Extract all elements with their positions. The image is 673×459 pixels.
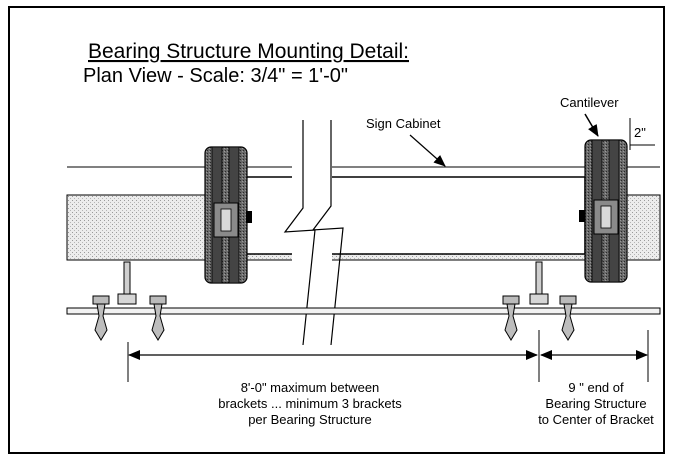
cantilever-label: Cantilever — [560, 95, 619, 110]
right-bracket — [535, 139, 628, 295]
spacing-note-line-1: 8'-0" maximum between — [241, 380, 380, 395]
sign-cabinet-leader — [409, 134, 446, 167]
cantilever-leader — [584, 113, 599, 137]
spacing-dimension — [127, 330, 540, 382]
left-bracket — [123, 146, 252, 295]
spacing-note-line-2: brackets ... minimum 3 brackets — [218, 396, 402, 411]
two-inch-dimension: 2" — [629, 118, 655, 150]
title-line-2: Plan View - Scale: 3/4" = 1'-0" — [83, 65, 348, 87]
spacing-note-line-3: per Bearing Structure — [248, 412, 372, 427]
mounting-plate — [66, 307, 661, 315]
left-bolts — [92, 293, 167, 341]
title-line-1: Bearing Structure Mounting Detail: — [88, 40, 409, 63]
right-bolts — [502, 293, 577, 341]
sign-cabinet-label: Sign Cabinet — [366, 116, 441, 131]
drawing-border — [8, 6, 665, 454]
end-note-line-1: 9 " end of — [568, 380, 624, 395]
end-dimension — [540, 330, 649, 382]
two-inch-label: 2" — [634, 125, 646, 140]
end-note-line-3: to Center of Bracket — [538, 412, 654, 427]
end-note-line-2: Bearing Structure — [545, 396, 646, 411]
